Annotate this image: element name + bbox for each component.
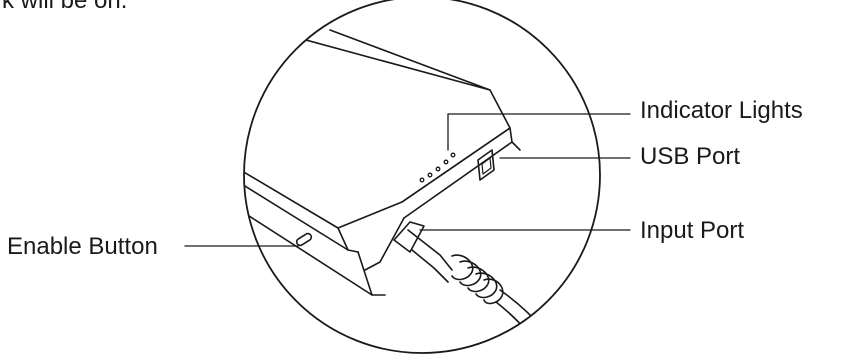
label-enable-button: Enable Button: [7, 233, 158, 260]
usb-port-shape: [477, 149, 495, 181]
intro-text-fragment: k will be on.: [2, 0, 128, 14]
device-detail: [244, 17, 561, 353]
label-input-port: Input Port: [640, 217, 745, 244]
device-front-edge: [244, 164, 359, 253]
input-port-shape: [393, 221, 425, 253]
magnifier-circle: [243, 0, 601, 354]
device-side-face: [401, 127, 513, 219]
device-top-face: [244, 17, 511, 229]
label-indicator-lights: Indicator Lights: [640, 97, 803, 124]
indicator-light-dots: [419, 152, 456, 183]
cable-plug: [407, 229, 561, 353]
enable-button-shape: [295, 232, 313, 247]
label-usb-port: USB Port: [640, 143, 741, 170]
